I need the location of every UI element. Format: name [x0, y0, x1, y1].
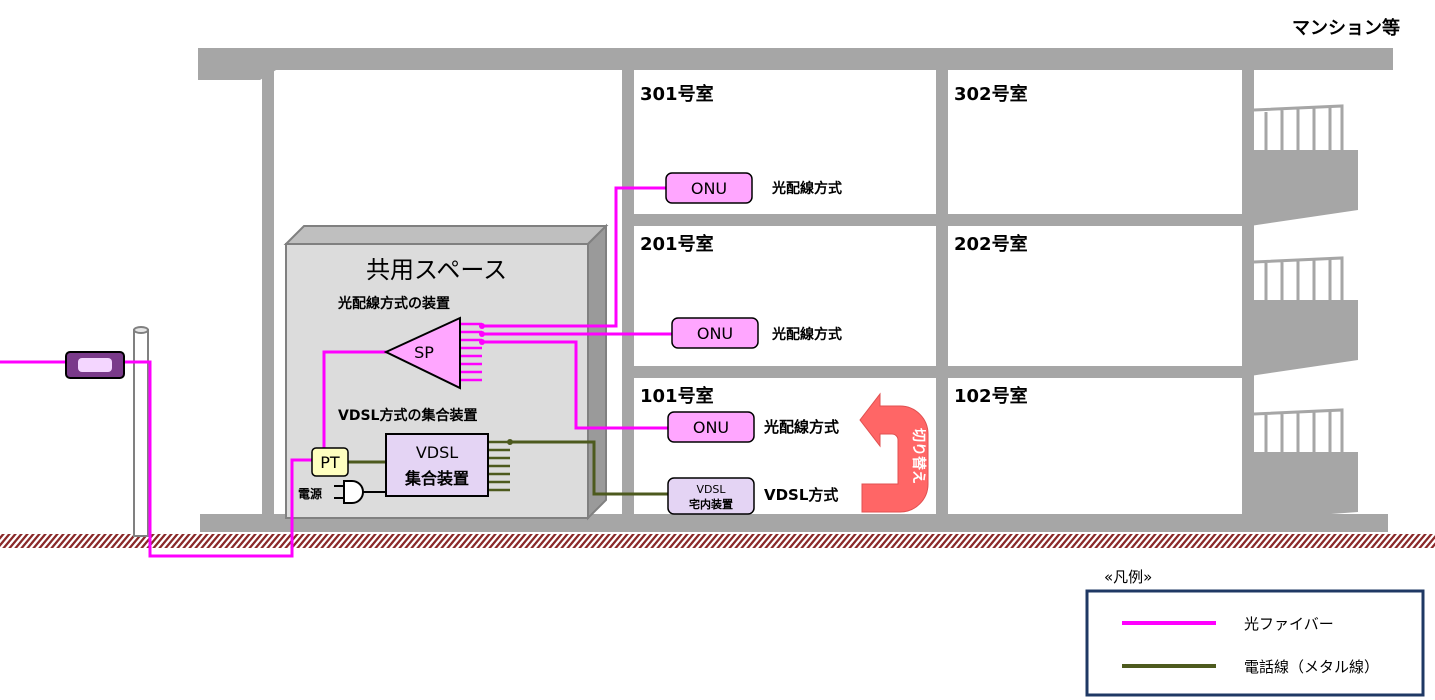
- legend-fiber-label: 光ファイバー: [1244, 615, 1334, 633]
- onu-301: [665, 172, 753, 204]
- splitter: [383, 316, 461, 390]
- vdsl-method-101: VDSL方式: [764, 486, 838, 504]
- pt-label: PT: [320, 453, 340, 472]
- legend-box: [1085, 589, 1425, 697]
- room-302-label: 302号室: [954, 83, 1028, 105]
- roof-slab: [198, 48, 1393, 80]
- vdsl-equipment-label: VDSL方式の集合装置: [338, 407, 477, 424]
- pt-box: [311, 447, 349, 477]
- onu-301-label: ONU: [691, 179, 727, 198]
- floor-2-slab: [630, 366, 1250, 378]
- room-301-label: 301号室: [640, 83, 714, 105]
- utility-pole: [133, 326, 149, 537]
- power-plug-icon: [334, 480, 364, 504]
- wall-col-1: [622, 70, 634, 522]
- legend-phone-label: 電話線（メタル線）: [1244, 658, 1379, 676]
- vdsl-box-line1: VDSL: [416, 443, 458, 462]
- shared-space-title: 共用スペース: [366, 256, 507, 284]
- balcony-3: [1250, 150, 1358, 226]
- splitter-outputs: [460, 322, 482, 382]
- room-101-label: 101号室: [640, 385, 714, 407]
- room-102-label: 102号室: [954, 385, 1028, 407]
- left-wall: [262, 68, 274, 522]
- fiber-to-301: [482, 186, 666, 328]
- onu-201: [671, 317, 759, 349]
- vdsl-in-unit-device: [667, 477, 755, 515]
- shared-space-top: [283, 225, 609, 245]
- onu-101-label: ONU: [693, 418, 729, 437]
- fiber-method-101: 光配線方式: [763, 418, 839, 436]
- switch-arrow: [859, 392, 929, 513]
- phone-vdsl-to-101: [510, 440, 668, 496]
- balcony-1: [1250, 452, 1358, 520]
- fiber-method-301: 光配線方式: [771, 180, 842, 197]
- fiber-lines: [0, 186, 672, 558]
- vdsl-outputs: [488, 440, 510, 492]
- ground: [0, 534, 1435, 548]
- fiber-pole-to-pt: [124, 360, 314, 558]
- power-label: 電源: [298, 486, 322, 501]
- legend-title: «凡例»: [1104, 568, 1152, 586]
- fiber-equipment-label: 光配線方式の装置: [337, 295, 450, 312]
- onu-101: [667, 411, 755, 443]
- balcony-2: [1250, 300, 1358, 376]
- room-202-label: 202号室: [954, 233, 1028, 255]
- building: [198, 48, 1393, 532]
- phone-lines: [346, 440, 668, 496]
- splitter-label: SP: [414, 343, 434, 362]
- shared-space-side: [587, 223, 607, 521]
- fiber-method-201: 光配線方式: [771, 326, 842, 343]
- fiber-to-101: [482, 340, 672, 430]
- building-title: マンション等: [1292, 17, 1400, 39]
- vdsl-concentrator: [385, 433, 489, 497]
- floor-3-slab: [630, 214, 1250, 226]
- vdsl-box-line2: 集合装置: [404, 469, 469, 488]
- railings: [1253, 104, 1344, 452]
- room-201-label: 201号室: [640, 233, 714, 255]
- fiber-pt-to-sp: [322, 350, 388, 450]
- onu-201-label: ONU: [697, 324, 733, 343]
- switch-label: 切り替え: [910, 428, 927, 484]
- vdsl-in-unit-line1: VDSL: [696, 483, 726, 496]
- wall-col-2: [936, 70, 948, 522]
- vdsl-in-unit-line2: 宅内装置: [689, 497, 733, 511]
